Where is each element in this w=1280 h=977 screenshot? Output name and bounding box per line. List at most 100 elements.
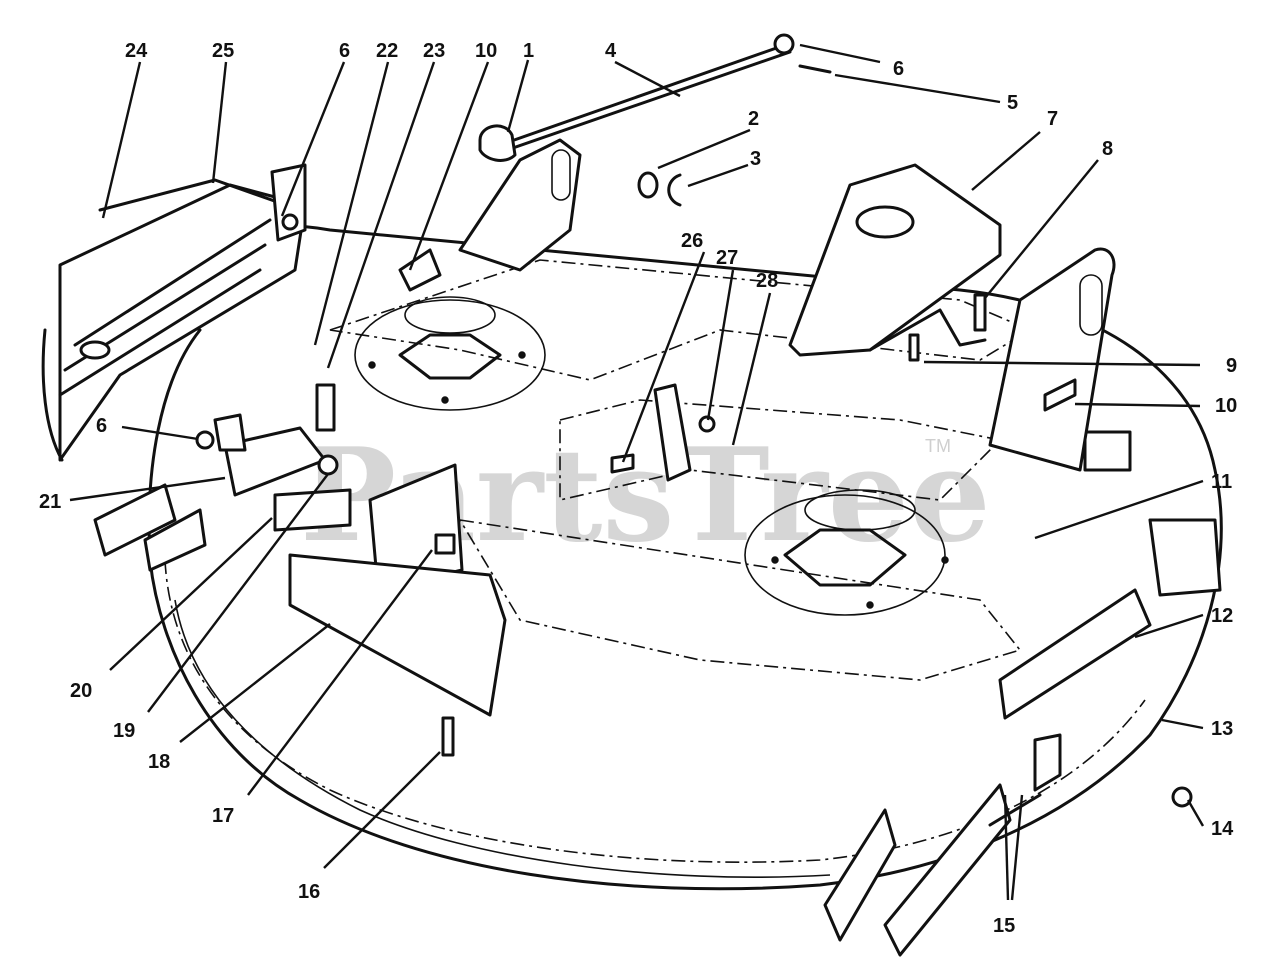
leader-21 xyxy=(69,476,226,502)
leader-2 xyxy=(657,128,751,170)
bumper-block xyxy=(213,413,247,452)
callout-15: 15 xyxy=(993,915,1015,937)
callout-6-top-right: 6 xyxy=(893,58,904,80)
leader-3 xyxy=(687,163,749,188)
nut-19 xyxy=(317,454,339,476)
nut-17 xyxy=(434,533,456,555)
callout-25: 25 xyxy=(212,40,234,62)
chute-ring xyxy=(79,340,111,360)
clip-3 xyxy=(667,173,682,207)
callout-12: 12 xyxy=(1211,605,1233,627)
callout-20: 20 xyxy=(70,680,92,702)
bolt-26 xyxy=(610,453,635,474)
leader-24 xyxy=(101,61,142,219)
nut-14 xyxy=(1171,786,1193,808)
bracket-15 xyxy=(1033,733,1062,792)
leader-lines xyxy=(69,43,1205,901)
decal-10 xyxy=(1043,378,1077,412)
belt-cover-body xyxy=(788,163,1002,357)
bolt-8 xyxy=(973,293,987,332)
leader-8 xyxy=(984,159,1099,299)
callout-5: 5 xyxy=(1007,92,1018,114)
decal-12 xyxy=(998,588,1152,720)
leader-15b xyxy=(1010,794,1024,901)
callout-22: 22 xyxy=(376,40,398,62)
chute-lip xyxy=(41,328,64,462)
leader-19 xyxy=(147,473,329,713)
discharge-chute xyxy=(41,163,307,462)
nut-6-top xyxy=(773,33,795,55)
hanger-brackets-left xyxy=(93,483,207,572)
front-hanger-1 xyxy=(823,808,897,942)
bolt-16 xyxy=(441,716,455,757)
leader-26 xyxy=(621,251,706,463)
leader-14 xyxy=(1186,799,1205,827)
callout-9: 9 xyxy=(1226,355,1237,377)
leader-16 xyxy=(323,751,441,869)
pivot-slot xyxy=(551,149,571,201)
callout-8: 8 xyxy=(1102,138,1113,160)
deck-lower-plate xyxy=(458,518,1022,681)
callout-16: 16 xyxy=(298,881,320,903)
spindle-hub-left xyxy=(354,296,546,411)
deck-right-box xyxy=(1148,518,1222,597)
chute-top-edge xyxy=(98,178,302,212)
callout-23: 23 xyxy=(423,40,445,62)
leader-22 xyxy=(313,61,390,346)
baffle-18 xyxy=(288,553,507,717)
right-hanger-slot xyxy=(1079,274,1103,336)
callout-10-top: 10 xyxy=(475,40,497,62)
spindle-hub-right xyxy=(744,489,949,616)
callout-26: 26 xyxy=(681,230,703,252)
leader-15a xyxy=(1003,794,1010,901)
belt-cover-7 xyxy=(788,163,1002,362)
adjustment-rod-assembly xyxy=(458,33,832,272)
callout-24: 24 xyxy=(125,40,148,62)
baffle-17 xyxy=(368,463,464,592)
leader-25 xyxy=(211,61,228,184)
nut-27 xyxy=(698,415,716,433)
leader-4 xyxy=(614,60,681,98)
leader-12 xyxy=(1134,613,1204,639)
decal-10-left xyxy=(398,248,442,292)
leader-1 xyxy=(506,59,530,133)
baffle-assembly xyxy=(288,463,507,757)
callout-7: 7 xyxy=(1047,108,1058,130)
nut-6-left xyxy=(195,430,215,450)
belt-cover-hole xyxy=(855,205,915,239)
leader-10b xyxy=(1074,402,1201,408)
pin-5 xyxy=(798,64,832,74)
callout-6-left: 6 xyxy=(96,415,107,437)
callout-18: 18 xyxy=(148,751,170,773)
leader-13 xyxy=(1161,718,1204,730)
leader-11 xyxy=(1034,479,1204,540)
callout-2: 2 xyxy=(748,108,759,130)
callout-4: 4 xyxy=(605,40,617,62)
bushing-1 xyxy=(478,124,517,162)
leader-6b xyxy=(799,43,881,64)
callout-14: 14 xyxy=(1211,818,1234,840)
bolt-23 xyxy=(315,383,336,432)
leader-6c xyxy=(121,425,199,441)
leader-17 xyxy=(247,549,433,796)
callout-3: 3 xyxy=(750,148,761,170)
callout-28: 28 xyxy=(756,270,778,292)
bolt-15-a xyxy=(988,793,1042,827)
leader-5 xyxy=(834,73,1001,104)
chute-nut xyxy=(281,213,299,231)
leader-7 xyxy=(971,131,1041,191)
leader-9 xyxy=(923,360,1201,367)
washer-2 xyxy=(637,171,659,199)
rod-4-edge xyxy=(505,50,792,152)
deck-right-box-upper xyxy=(1083,430,1132,472)
leader-20 xyxy=(109,517,273,671)
callout-13: 13 xyxy=(1211,718,1233,740)
decals-and-fittings xyxy=(398,248,1152,720)
callout-labels: 24 25 6 22 23 10 1 4 6 5 2 3 7 8 9 10 26… xyxy=(39,40,1237,937)
left-hanger-1 xyxy=(93,483,177,557)
front-hanger-2 xyxy=(883,783,1012,957)
callout-10-right: 10 xyxy=(1215,395,1237,417)
left-deflector xyxy=(195,383,352,532)
leader-28 xyxy=(731,292,772,446)
